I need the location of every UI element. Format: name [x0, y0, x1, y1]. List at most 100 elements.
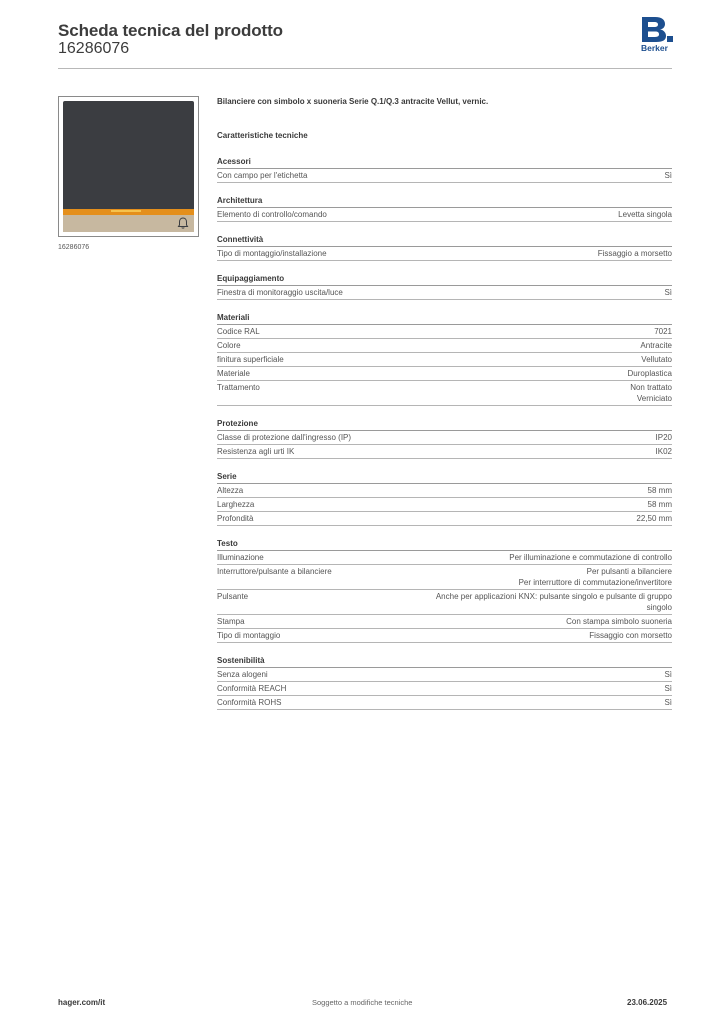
spec-value: Sì [664, 684, 672, 693]
group-spacer [217, 406, 672, 418]
spec-group-title: Sostenibilità [217, 655, 672, 668]
illumination-stripe [63, 209, 194, 215]
product-image [58, 96, 199, 237]
spec-row: Profondità 22,50 mm [217, 512, 672, 526]
page-title: Scheda tecnica del prodotto [58, 21, 283, 40]
spec-value: Duroplastica [627, 369, 672, 378]
berker-b-icon [642, 17, 673, 42]
spec-label: Conformità REACH [217, 684, 287, 693]
spec-value: Per illuminazione e commutazione di cont… [509, 553, 672, 562]
spec-value: 58 mm [647, 500, 672, 509]
spec-value: Fissaggio con morsetto [589, 631, 672, 640]
spec-label: Profondità [217, 514, 254, 523]
spec-group-title: Acessori [217, 156, 672, 169]
spec-label: Pulsante [217, 592, 249, 601]
spec-label: Senza alogeni [217, 670, 268, 679]
spec-label: Tipo di montaggio/installazione [217, 249, 327, 258]
logo-text: Berker [641, 43, 668, 53]
spec-value: Sì [664, 288, 672, 297]
spec-value: Con stampa simbolo suoneria [566, 617, 672, 626]
footer-notice: Soggetto a modifiche tecniche [312, 998, 413, 1007]
spec-row: Trattamento Non trattato Verniciato [217, 381, 672, 406]
spec-value: Fissaggio a morsetto [597, 249, 672, 258]
spec-value: Antracite [640, 341, 672, 350]
product-code: 16286076 [58, 40, 130, 57]
spec-label: Codice RAL [217, 327, 260, 336]
monitoring-window [111, 210, 141, 212]
label-field [63, 215, 194, 232]
spec-row: Larghezza 58 mm [217, 498, 672, 512]
footer-website: hager.com/it [58, 998, 106, 1007]
spec-row: Classe di protezione dall'ingresso (IP) I… [217, 431, 672, 445]
spec-row: Illuminazione Per illuminazione e commuta… [217, 551, 672, 565]
spec-row: Elemento di controllo/comando Levetta sin… [217, 208, 672, 222]
spec-group-title: Materiali [217, 312, 672, 325]
spec-group-title: Architettura [217, 195, 672, 208]
spec-label: Illuminazione [217, 553, 264, 562]
spec-row: Tipo di montaggio Fissaggio con morsetto [217, 629, 672, 643]
spec-row: Pulsante Anche per applicazioni KNX: puls… [217, 590, 672, 615]
spec-row: Senza alogeni Sì [217, 668, 672, 682]
spec-row: Codice RAL 7021 [217, 325, 672, 339]
group-spacer [217, 643, 672, 655]
spec-row: finitura superficiale Vellutato [217, 353, 672, 367]
spec-row: Colore Antracite [217, 339, 672, 353]
spec-label: Tipo di montaggio [217, 631, 281, 640]
spec-value: Levetta singola [618, 210, 672, 219]
spec-label: Con campo per l'etichetta [217, 171, 308, 180]
spec-group-title: Testo [217, 538, 672, 551]
footer-date: 23.06.2025 [627, 998, 668, 1007]
spec-group-title: Serie [217, 471, 672, 484]
spec-row: Materiale Duroplastica [217, 367, 672, 381]
rocker-switch-illustration [63, 101, 194, 232]
spec-value: 58 mm [647, 486, 672, 495]
image-caption: 16286076 [58, 244, 90, 251]
spec-value: IP20 [655, 433, 672, 442]
spec-value: Sì [664, 670, 672, 679]
spec-group-title: Protezione [217, 418, 672, 431]
spec-value: Vellutato [641, 355, 672, 364]
spec-value: Non trattato Verniciato [630, 383, 672, 403]
spec-row: Altezza 58 mm [217, 484, 672, 498]
spec-label: Finestra di monitoraggio uscita/luce [217, 288, 343, 297]
spec-value: Sì [664, 171, 672, 180]
spec-row: Conformità ROHS Sì [217, 696, 672, 710]
spec-row: Conformità REACH Sì [217, 682, 672, 696]
product-description: Bilanciere con simbolo x suoneria Serie … [217, 97, 489, 106]
spec-label: Conformità ROHS [217, 698, 282, 707]
spec-value: Anche per applicazioni KNX: pulsante sin… [435, 592, 672, 612]
spec-label: Colore [217, 341, 241, 350]
group-spacer [217, 526, 672, 538]
berker-logo: Berker [640, 16, 674, 56]
spec-label: Classe di protezione dall'ingresso (IP) [217, 433, 352, 442]
spec-row: Tipo di montaggio/installazione Fissaggio… [217, 247, 672, 261]
group-spacer [217, 222, 672, 234]
spec-label: Larghezza [217, 500, 255, 509]
group-spacer [217, 261, 672, 273]
specs-heading: Caratteristiche tecniche [217, 131, 308, 140]
spec-value: Sì [664, 698, 672, 707]
spec-value: 7021 [654, 327, 672, 336]
spec-label: Elemento di controllo/comando [217, 210, 327, 219]
spec-row: Stampa Con stampa simbolo suoneria [217, 615, 672, 629]
spec-label: Stampa [217, 617, 245, 626]
header-divider [58, 68, 672, 69]
spec-row: Interruttore/pulsante a bilanciere Per pu… [217, 565, 672, 590]
spec-value: 22,50 mm [636, 514, 672, 523]
group-spacer [217, 300, 672, 312]
group-spacer [217, 459, 672, 471]
spec-row: Finestra di monitoraggio uscita/luce Sì [217, 286, 672, 300]
spec-group-title: Equipaggiamento [217, 273, 672, 286]
spec-label: Altezza [217, 486, 244, 495]
spec-group-title: Connettività [217, 234, 672, 247]
spec-label: Resistenza agli urti IK [217, 447, 295, 456]
spec-label: finitura superficiale [217, 355, 284, 364]
spec-value: Per pulsanti a bilanciere Per interrutto… [518, 567, 672, 587]
spec-label: Materiale [217, 369, 250, 378]
group-spacer [217, 183, 672, 195]
bell-icon [177, 217, 189, 229]
spec-label: Trattamento [217, 383, 260, 392]
spec-label: Interruttore/pulsante a bilanciere [217, 567, 332, 576]
